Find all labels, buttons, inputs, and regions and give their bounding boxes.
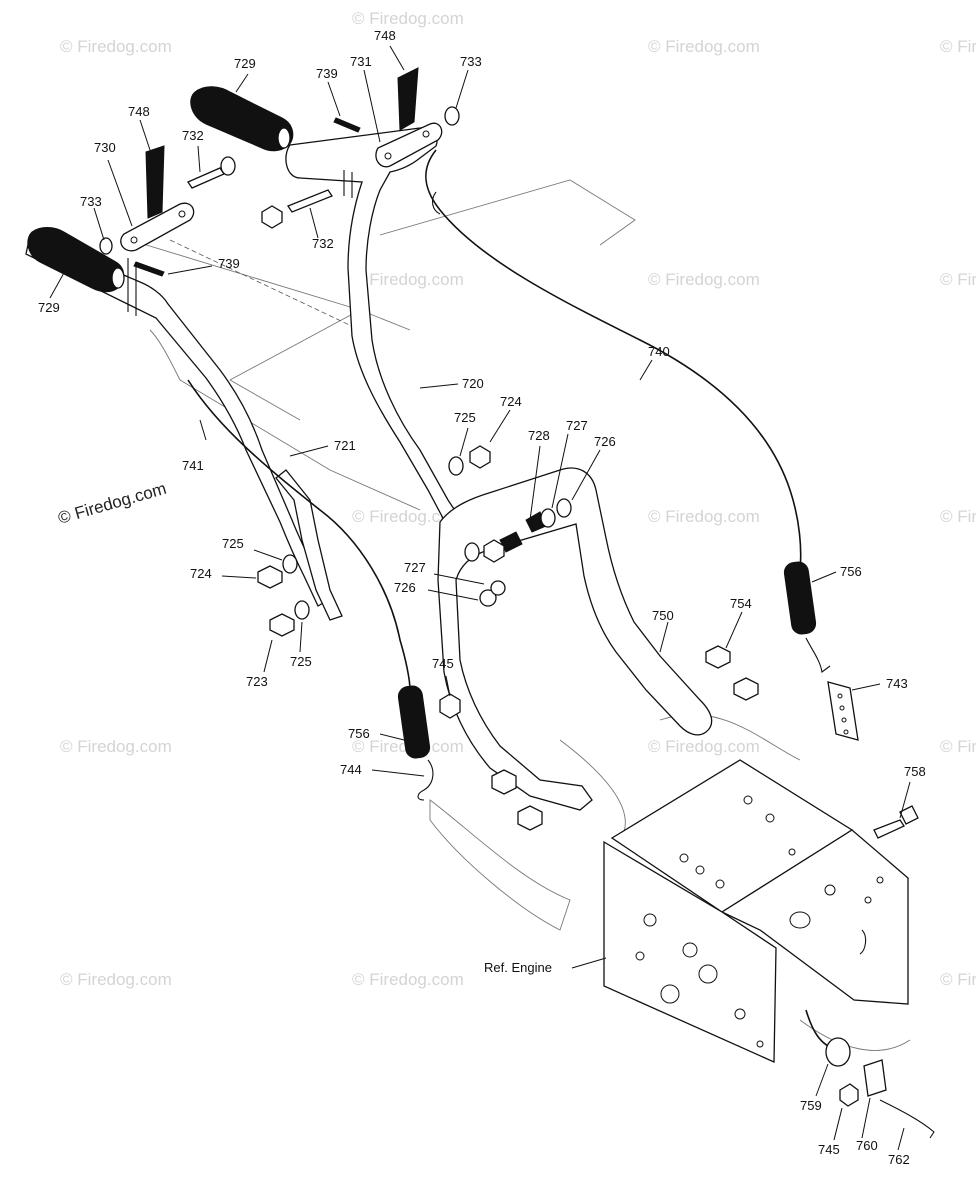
- watermark: © Firedog.com: [940, 737, 976, 756]
- part-label-730: 730: [94, 140, 116, 155]
- cable-grip-756-left: [397, 685, 434, 801]
- watermark: © Firedog.com: [60, 737, 172, 756]
- part-label-729: 729: [38, 300, 60, 315]
- part-label-724: 724: [190, 566, 212, 581]
- part-label-743: 743: [886, 676, 908, 691]
- part-label-732: 732: [312, 236, 334, 251]
- part-label-731: 731: [350, 54, 372, 69]
- upper-handle-720: [25, 127, 713, 811]
- bracket-743: [827, 681, 859, 741]
- part-label-726: 726: [594, 434, 616, 449]
- mid-hardware: [257, 445, 759, 831]
- frame-assembly: [603, 759, 909, 1063]
- watermark: © Firedog.com: [940, 970, 976, 989]
- part-label-733: 733: [460, 54, 482, 69]
- part-label-724: 724: [500, 394, 522, 409]
- control-cables: [187, 149, 802, 691]
- part-label-732: 732: [182, 128, 204, 143]
- part-label-727: 727: [404, 560, 426, 575]
- watermark: © Firedog.com: [940, 270, 976, 289]
- leader-lines: [49, 45, 911, 1151]
- watermark: © Firedog.com: [648, 37, 760, 56]
- part-label-739: 739: [316, 66, 338, 81]
- part-label-725: 725: [454, 410, 476, 425]
- watermark: © Firedog.com: [940, 37, 976, 56]
- part-label-756: 756: [348, 726, 370, 741]
- watermark: © Firedog.com: [648, 737, 760, 756]
- cable-fittings-lower: [805, 1009, 935, 1139]
- part-label-750: 750: [652, 608, 674, 623]
- watermark: © Firedog.com: [60, 37, 172, 56]
- part-label-725: 725: [222, 536, 244, 551]
- part-label-748: 748: [128, 104, 150, 119]
- watermark: © Firedog.com: [352, 507, 464, 526]
- part-label-745: 745: [818, 1142, 840, 1157]
- part-label-754: 754: [730, 596, 752, 611]
- lever-748-left: [120, 145, 195, 252]
- lever-748-top: [375, 67, 443, 168]
- watermark: © Firedog.com: [352, 9, 464, 28]
- part-label-756: 756: [840, 564, 862, 579]
- part-label-759: 759: [800, 1098, 822, 1113]
- reference-label: Ref. Engine: [484, 960, 552, 975]
- grip-729-left: [27, 227, 125, 293]
- part-label-728: 728: [528, 428, 550, 443]
- part-label-720: 720: [462, 376, 484, 391]
- part-labels: 729 739 731 748 733 748 730 732 733 732 …: [38, 28, 926, 1167]
- part-label-758: 758: [904, 764, 926, 779]
- part-label-721: 721: [334, 438, 356, 453]
- part-label-729: 729: [234, 56, 256, 71]
- watermark-dark: © Firedog.com: [56, 479, 169, 528]
- small-hardware-top: [99, 106, 460, 316]
- part-label-739: 739: [218, 256, 240, 271]
- part-label-723: 723: [246, 674, 268, 689]
- watermark: © Firedog.com: [352, 270, 464, 289]
- part-label-741: 741: [182, 458, 204, 473]
- watermark: © Firedog.com: [648, 507, 760, 526]
- part-label-740: 740: [648, 344, 670, 359]
- part-label-760: 760: [856, 1138, 878, 1153]
- bolt-758: [873, 805, 919, 839]
- grip-729-top: [190, 86, 294, 152]
- part-label-733: 733: [80, 194, 102, 209]
- part-label-726: 726: [394, 580, 416, 595]
- watermark: © Firedog.com: [60, 970, 172, 989]
- part-label-745: 745: [432, 656, 454, 671]
- part-label-762: 762: [888, 1152, 910, 1167]
- cable-grip-756-right: [783, 561, 831, 673]
- watermark: © Firedog.com: [352, 970, 464, 989]
- watermark-layer: © Firedog.com © Firedog.com © Firedog.co…: [56, 9, 976, 989]
- watermark: © Firedog.com: [648, 270, 760, 289]
- part-label-725: 725: [290, 654, 312, 669]
- watermark: © Firedog.com: [940, 507, 976, 526]
- part-label-748: 748: [374, 28, 396, 43]
- part-label-727: 727: [566, 418, 588, 433]
- part-label-744: 744: [340, 762, 362, 777]
